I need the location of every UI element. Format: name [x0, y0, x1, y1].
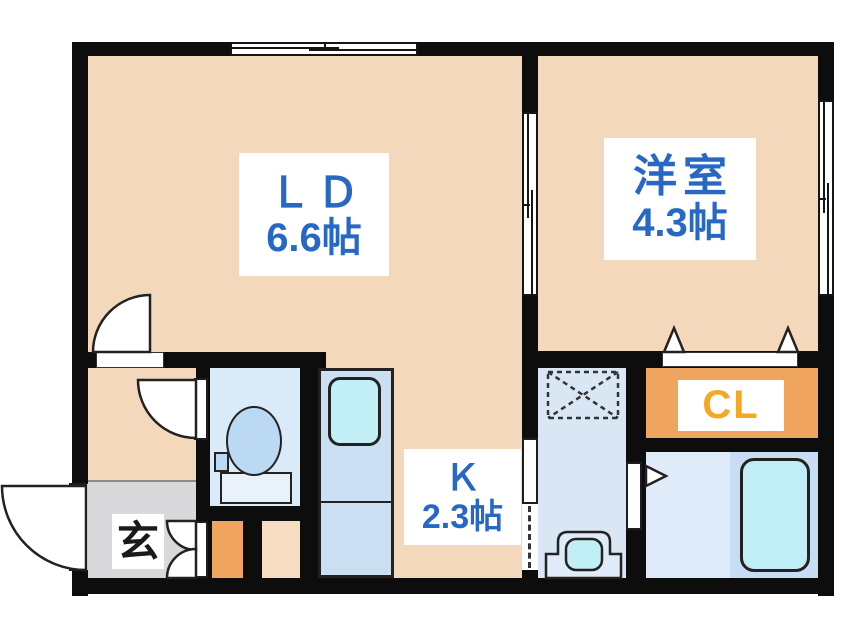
closet-name: CL	[702, 383, 760, 428]
western-room-name: 洋室	[633, 151, 733, 201]
washroom-slide-track	[528, 506, 534, 568]
western-room-label: 洋室 4.3帖	[604, 138, 756, 260]
toilet-flush-handle	[214, 452, 229, 472]
wall-top	[72, 42, 834, 56]
wall-bottom	[72, 578, 834, 594]
wall-storage-divider	[243, 521, 262, 578]
wall-toilet-bottom	[196, 506, 318, 521]
entrance-label: 玄	[112, 514, 164, 569]
ld-door-gap	[96, 352, 164, 368]
toilet-bowl	[226, 406, 282, 476]
wall-closet-bottom	[646, 438, 818, 452]
kitchen-name: Ｋ	[444, 456, 481, 498]
bathroom-floor	[646, 452, 730, 578]
wall-left	[72, 42, 88, 596]
interior-window	[522, 112, 538, 296]
ld-room-area: 6.6帖	[266, 215, 362, 260]
ld-room-label: ＬＤ 6.6帖	[239, 153, 389, 276]
closet-label: CL	[678, 380, 784, 431]
washroom-floor	[538, 368, 626, 578]
toilet-door-leaf	[194, 378, 208, 440]
western-room-area: 4.3帖	[632, 201, 728, 246]
kitchen-area: 2.3帖	[421, 498, 504, 537]
kitchen-label: Ｋ 2.3帖	[404, 449, 521, 545]
washroom-slide-panel	[522, 438, 538, 504]
western-window	[818, 100, 834, 296]
entrance-name: 玄	[116, 517, 159, 565]
ld-room-name: ＬＤ	[268, 168, 365, 216]
entrance-step-edge	[88, 480, 196, 482]
ld-window	[230, 42, 418, 56]
hallway-floor	[88, 368, 196, 482]
bathroom-door-leaf	[626, 462, 642, 530]
entrance-fold-door-leaf	[194, 521, 208, 578]
entrance-door-leaf	[69, 483, 87, 571]
closet-door-opening	[662, 352, 798, 367]
wall-toilet-right	[300, 352, 318, 578]
toilet-tank	[220, 472, 292, 504]
storage-box-1	[210, 521, 243, 578]
kitchen-sink	[328, 377, 381, 446]
storage-box-2	[262, 521, 300, 578]
bathtub	[740, 458, 810, 572]
